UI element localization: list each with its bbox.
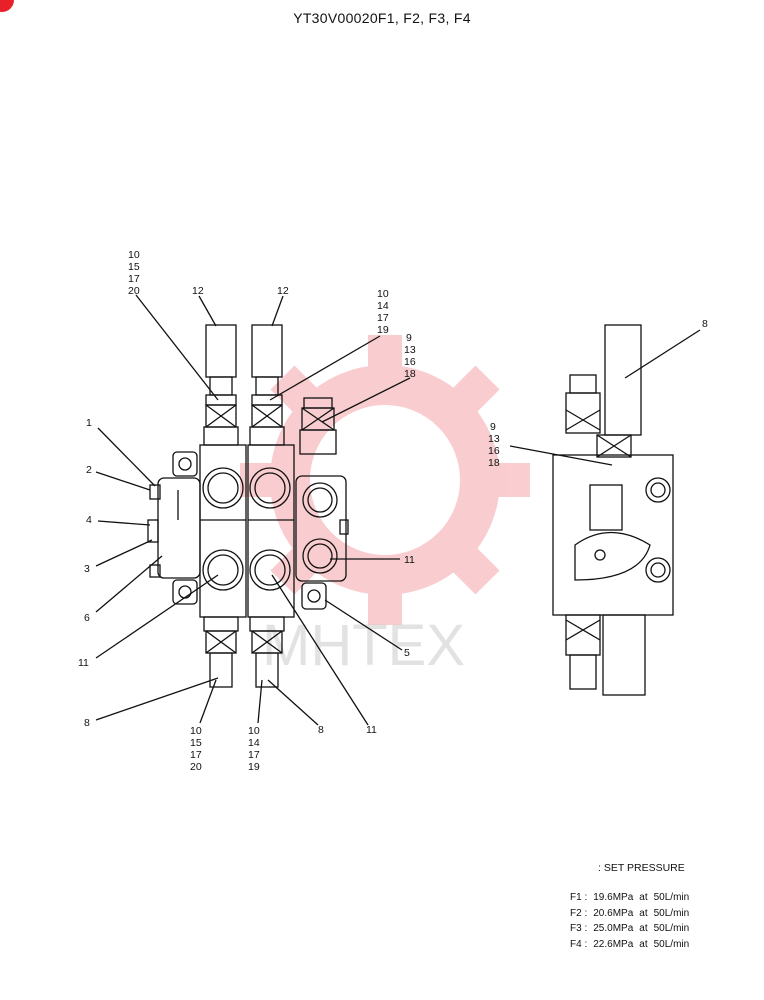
svg-text:13: 13 (488, 433, 500, 445)
callout-8-left: 8 (84, 717, 90, 729)
svg-text:15: 15 (128, 261, 140, 273)
svg-text:20: 20 (190, 761, 202, 773)
watermark-gear-icon (240, 335, 530, 625)
svg-text:14: 14 (248, 737, 260, 749)
svg-text:13: 13 (404, 344, 416, 356)
callout-5: 5 (404, 647, 410, 659)
svg-text:10: 10 (377, 288, 389, 300)
callout-12a: 12 (192, 285, 204, 297)
watermark-text: MHTEX (262, 613, 465, 678)
callout-8-bottom: 8 (318, 724, 324, 736)
svg-text:18: 18 (404, 368, 416, 380)
callout-8-side: 8 (702, 318, 708, 330)
svg-text:18: 18 (488, 457, 500, 469)
svg-text:17: 17 (190, 749, 202, 761)
callout-stack-side: 9 13 16 18 (488, 421, 500, 469)
callout-stack-top-1: 10 15 17 20 (128, 249, 140, 297)
svg-text:10: 10 (248, 725, 260, 737)
callout-12b: 12 (277, 285, 289, 297)
svg-text:17: 17 (248, 749, 260, 761)
side-view (509, 324, 701, 696)
callout-stack-bottom-1: 10 15 17 20 (190, 725, 202, 773)
callout-stack-front-relief: 9 13 16 18 (404, 332, 416, 380)
callout-3: 3 (84, 563, 90, 575)
callout-11-left: 11 (78, 657, 89, 669)
callout-4: 4 (86, 514, 92, 526)
svg-text:10: 10 (190, 725, 202, 737)
svg-text:20: 20 (128, 285, 140, 297)
svg-text:17: 17 (128, 273, 140, 285)
svg-text:10: 10 (128, 249, 140, 261)
callout-6: 6 (84, 612, 90, 624)
svg-text:9: 9 (490, 421, 496, 433)
callout-11-right: 11 (404, 554, 415, 566)
legend-heading: : SET PRESSURE (598, 862, 685, 874)
callout-stack-top-2: 10 14 17 19 (377, 288, 389, 336)
valve-section-1 (199, 444, 247, 618)
svg-text:16: 16 (404, 356, 416, 368)
svg-text:17: 17 (377, 312, 389, 324)
right-end-cover (295, 475, 347, 582)
callout-stack-bottom-2: 10 14 17 19 (248, 725, 260, 773)
callout-1: 1 (86, 417, 92, 429)
svg-text:15: 15 (190, 737, 202, 749)
svg-text:9: 9 (406, 332, 412, 344)
svg-text:14: 14 (377, 300, 389, 312)
left-end-cover (157, 477, 201, 579)
svg-text:19: 19 (248, 761, 260, 773)
front-view (95, 294, 411, 726)
svg-text:19: 19 (377, 324, 389, 336)
callout-2: 2 (86, 464, 92, 476)
svg-text:16: 16 (488, 445, 500, 457)
drawing-title: YT30V00020F1, F2, F3, F4 (293, 10, 471, 26)
callout-11-bottom: 11 (366, 724, 377, 736)
